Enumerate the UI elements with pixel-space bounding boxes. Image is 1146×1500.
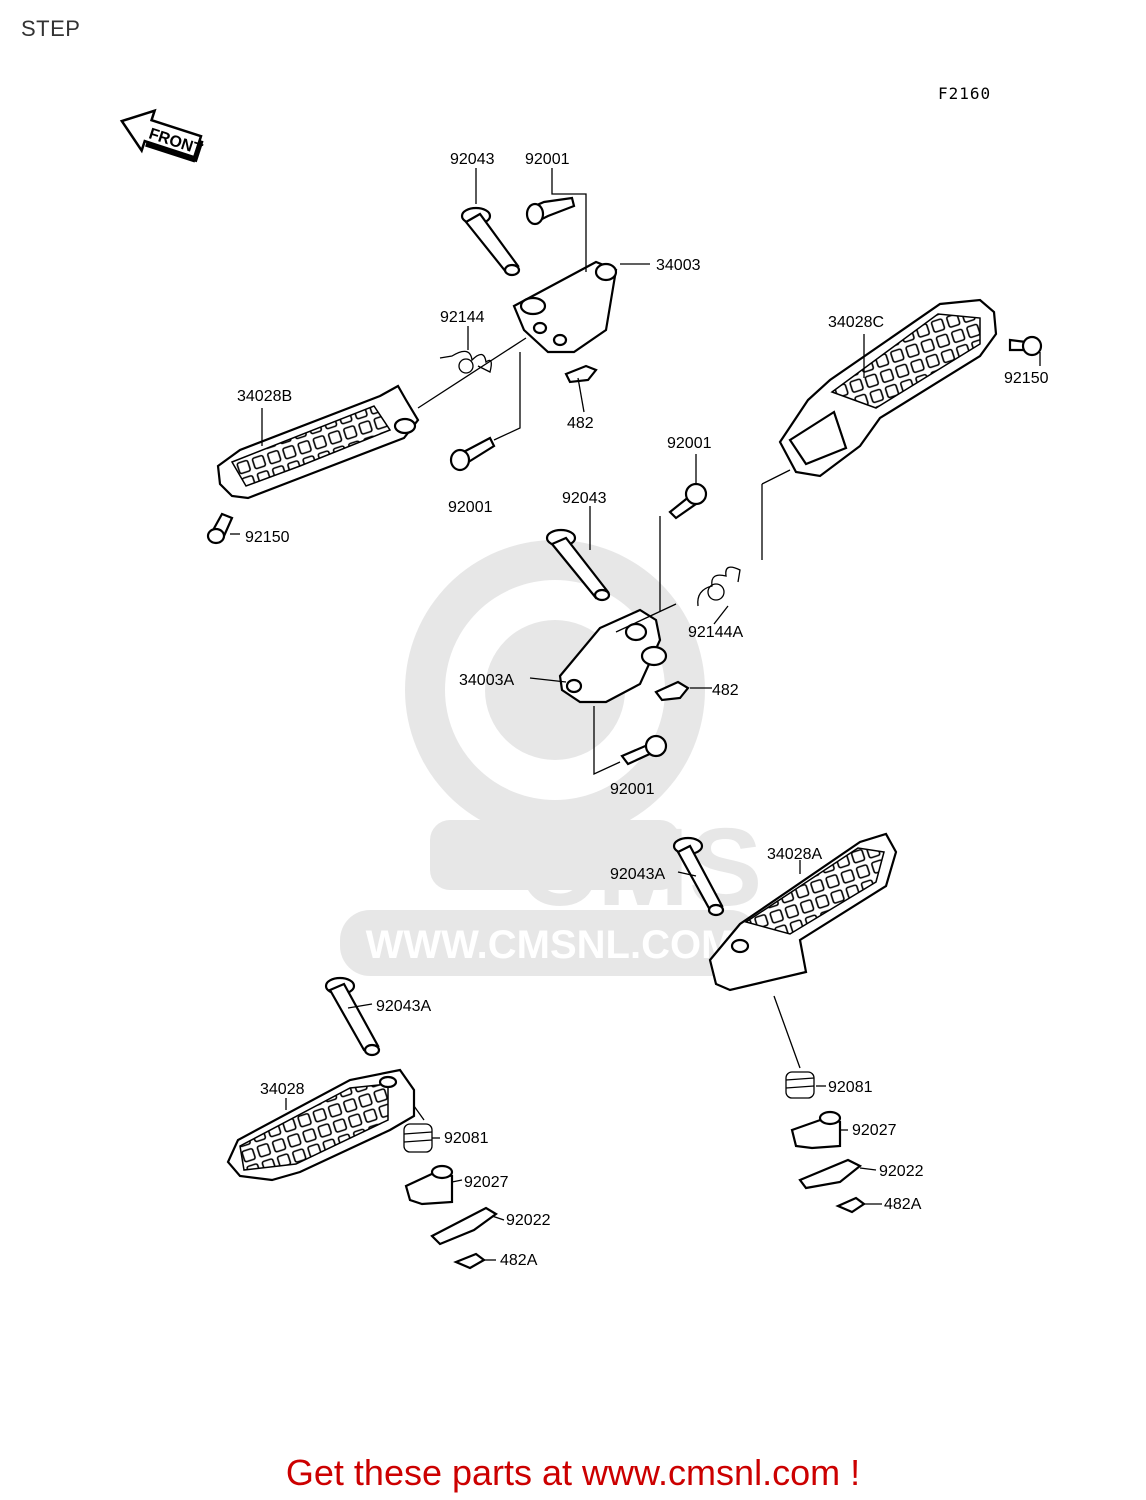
label-34028[interactable]: 34028 — [260, 1081, 305, 1098]
label-92001-top[interactable]: 92001 — [525, 151, 570, 168]
watermark-url: WWW.CMSNL.COM — [366, 923, 735, 967]
clip-482A-right — [835, 1196, 866, 1214]
bracket-34003A — [558, 608, 668, 704]
pin-92043-mid — [545, 528, 611, 602]
label-92022-left[interactable]: 92022 — [506, 1212, 551, 1229]
cms-watermark: CMS WWW.CMSNL.COM — [340, 540, 762, 976]
figure-code: F2160 — [938, 84, 991, 103]
bolt-92001-rmid — [668, 482, 708, 520]
plate-92022-left — [430, 1206, 498, 1246]
label-92150-right[interactable]: 92150 — [1004, 370, 1049, 387]
leader-lines — [230, 168, 1041, 1261]
label-92043A-left[interactable]: 92043A — [376, 998, 431, 1015]
label-482A-right[interactable]: 482A — [884, 1196, 922, 1213]
plunger-92027-right — [790, 1110, 842, 1150]
bolt-92001-low — [620, 734, 668, 766]
clip-482A-left — [453, 1252, 486, 1270]
spring-92081-right — [785, 1071, 815, 1099]
footpeg-34028 — [226, 1068, 416, 1182]
spring-92144 — [439, 350, 492, 374]
pin-92043A-right — [672, 836, 725, 917]
label-92043A-right[interactable]: 92043A — [610, 866, 665, 883]
bolt-92001-top — [525, 196, 576, 226]
label-92081-right[interactable]: 92081 — [828, 1079, 873, 1096]
bolt-92001-mid — [449, 436, 496, 472]
label-92027-left[interactable]: 92027 — [464, 1174, 509, 1191]
label-92144A[interactable]: 92144A — [688, 624, 743, 641]
pin-92043A-left — [324, 976, 381, 1057]
label-92027-right[interactable]: 92027 — [852, 1122, 897, 1139]
clip-482-top — [564, 364, 598, 384]
label-92144[interactable]: 92144 — [440, 309, 485, 326]
label-482-top[interactable]: 482 — [567, 415, 594, 432]
footpeg-34028A — [708, 832, 898, 992]
page-title: STEP — [21, 16, 81, 41]
footpeg-34028B — [216, 384, 420, 500]
front-arrow-icon: FRONT — [119, 108, 205, 163]
label-34003[interactable]: 34003 — [656, 257, 701, 274]
pin-92043-top — [460, 206, 521, 277]
plunger-92027-left — [404, 1164, 454, 1206]
label-92001-mid[interactable]: 92001 — [448, 499, 493, 516]
label-34003A[interactable]: 34003A — [459, 672, 514, 689]
label-34028C[interactable]: 34028C — [828, 314, 884, 331]
spring-92144A — [697, 566, 741, 607]
label-92001-low[interactable]: 92001 — [610, 781, 655, 798]
bolt-92150-right — [1008, 335, 1043, 357]
clip-482-mid — [654, 680, 690, 702]
label-482-mid[interactable]: 482 — [712, 682, 739, 699]
label-34028B[interactable]: 34028B — [237, 388, 292, 405]
spring-92081-left — [403, 1123, 433, 1153]
footer-promo: Get these parts at www.cmsnl.com ! — [0, 1452, 1146, 1494]
label-92001-rmid[interactable]: 92001 — [667, 435, 712, 452]
bracket-34003 — [512, 260, 618, 354]
label-92043-mid[interactable]: 92043 — [562, 490, 607, 507]
label-92150-left[interactable]: 92150 — [245, 529, 290, 546]
label-34028A[interactable]: 34028A — [767, 846, 822, 863]
label-92043-top[interactable]: 92043 — [450, 151, 495, 168]
label-92022-right[interactable]: 92022 — [879, 1163, 924, 1180]
bolt-92150-left — [206, 512, 234, 545]
label-482A-left[interactable]: 482A — [500, 1252, 538, 1269]
plate-92022-right — [798, 1158, 863, 1190]
label-92081-left[interactable]: 92081 — [444, 1130, 489, 1147]
footer-link[interactable]: Get these parts at www.cmsnl.com ! — [285, 1452, 861, 1493]
footpeg-34028C — [778, 298, 998, 478]
